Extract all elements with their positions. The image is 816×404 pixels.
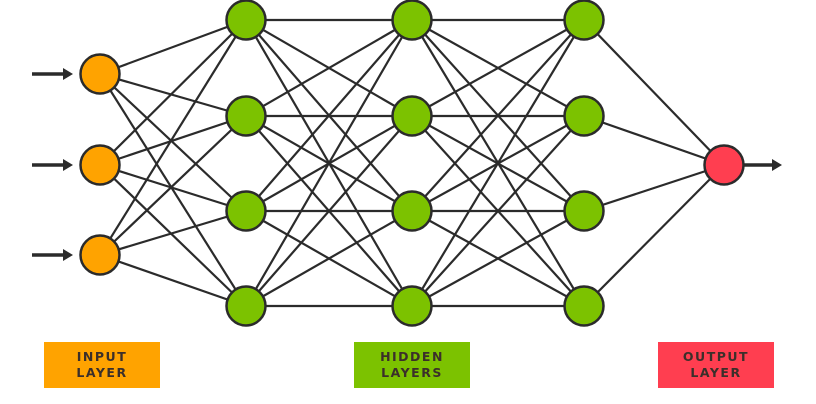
connection-edge: [99, 115, 247, 256]
connection-edge: [245, 210, 413, 307]
hidden-node: [563, 285, 605, 327]
connection-edge: [99, 19, 247, 166]
connection-edge: [583, 114, 725, 167]
output-label-line1: OUTPUT: [682, 349, 750, 364]
hidden-node: [391, 190, 433, 232]
input-node: [79, 53, 121, 95]
connection-edge: [99, 72, 247, 118]
hidden-node: [225, 95, 267, 137]
connection-edge: [583, 164, 725, 307]
connection-edge: [99, 164, 247, 307]
input-label-line2: LAYER: [76, 365, 128, 380]
input-arrow-head: [63, 249, 73, 261]
connection-edge: [99, 19, 247, 256]
hidden-node: [391, 95, 433, 137]
hidden-node: [563, 0, 605, 41]
connection-edge: [411, 210, 585, 307]
connection-edge: [583, 163, 725, 213]
connection-edge: [99, 163, 247, 213]
connection-edge: [245, 115, 413, 307]
connection-edge: [99, 18, 247, 76]
connection-edge: [99, 253, 247, 308]
hidden-label-line1: HIDDEN: [380, 349, 444, 364]
input-node: [79, 234, 121, 276]
output-label-line2: LAYER: [690, 365, 742, 380]
connection-edge: [411, 19, 585, 117]
input-arrow-head: [63, 68, 73, 80]
output-arrow-head: [772, 159, 782, 171]
hidden-label-line2: LAYERS: [381, 365, 443, 380]
connection-edge: [99, 73, 247, 307]
hidden-layers-label: HIDDEN LAYERS: [354, 342, 470, 388]
output-layer-label: OUTPUT LAYER: [658, 342, 774, 388]
connection-edge: [99, 114, 247, 167]
connection-edge: [411, 19, 585, 307]
hidden-node: [225, 285, 267, 327]
connection-edge: [583, 19, 725, 166]
input-label-line1: INPUT: [76, 349, 128, 364]
connection-edge: [245, 19, 413, 307]
connection-edge: [99, 73, 247, 212]
input-arrow-head: [63, 159, 73, 171]
input-node: [79, 144, 121, 186]
connection-edge: [245, 19, 413, 212]
connection-edge: [411, 115, 585, 307]
hidden-node: [391, 0, 433, 41]
output-node: [703, 144, 745, 186]
connection-edge: [411, 19, 585, 212]
hidden-node: [225, 190, 267, 232]
hidden-node: [563, 95, 605, 137]
input-layer-label: INPUT LAYER: [44, 342, 160, 388]
hidden-node: [225, 0, 267, 41]
hidden-node: [563, 190, 605, 232]
connection-edge: [245, 19, 413, 117]
connection-edge: [99, 209, 247, 257]
hidden-node: [391, 285, 433, 327]
